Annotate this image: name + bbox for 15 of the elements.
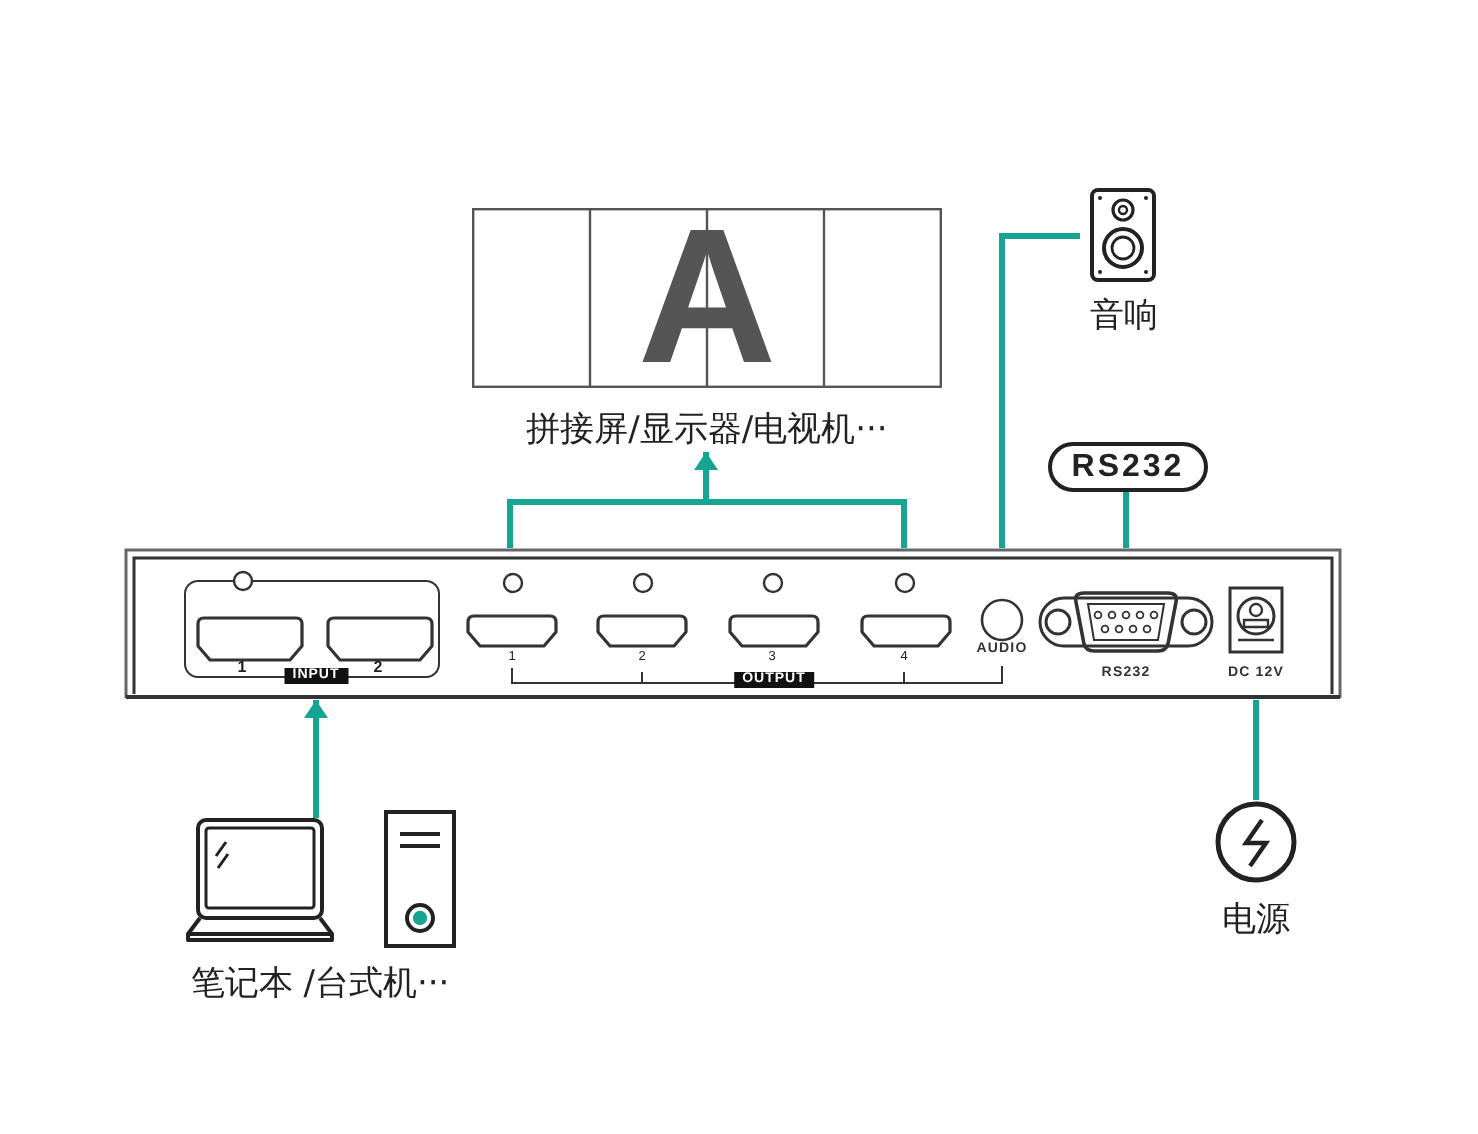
connector-line (1253, 700, 1259, 800)
node-label: 音响 (1090, 296, 1158, 336)
connector-line (1123, 492, 1129, 548)
device-panel (124, 548, 1342, 700)
connector-line (999, 233, 1080, 548)
caption: 笔记本 /台式机··· (190, 964, 450, 1004)
node-label: 拼接屏/显示器/电视机··· (526, 410, 888, 450)
interface-tag: RS232 (1048, 442, 1208, 492)
port-number: 2 (373, 660, 383, 676)
port-number: 1 (237, 660, 247, 676)
arrow (507, 449, 907, 551)
arrow (304, 700, 328, 818)
desktop-tower-icon (384, 810, 456, 948)
laptop-icon (184, 818, 336, 942)
node-label: 电源 (1222, 900, 1290, 940)
